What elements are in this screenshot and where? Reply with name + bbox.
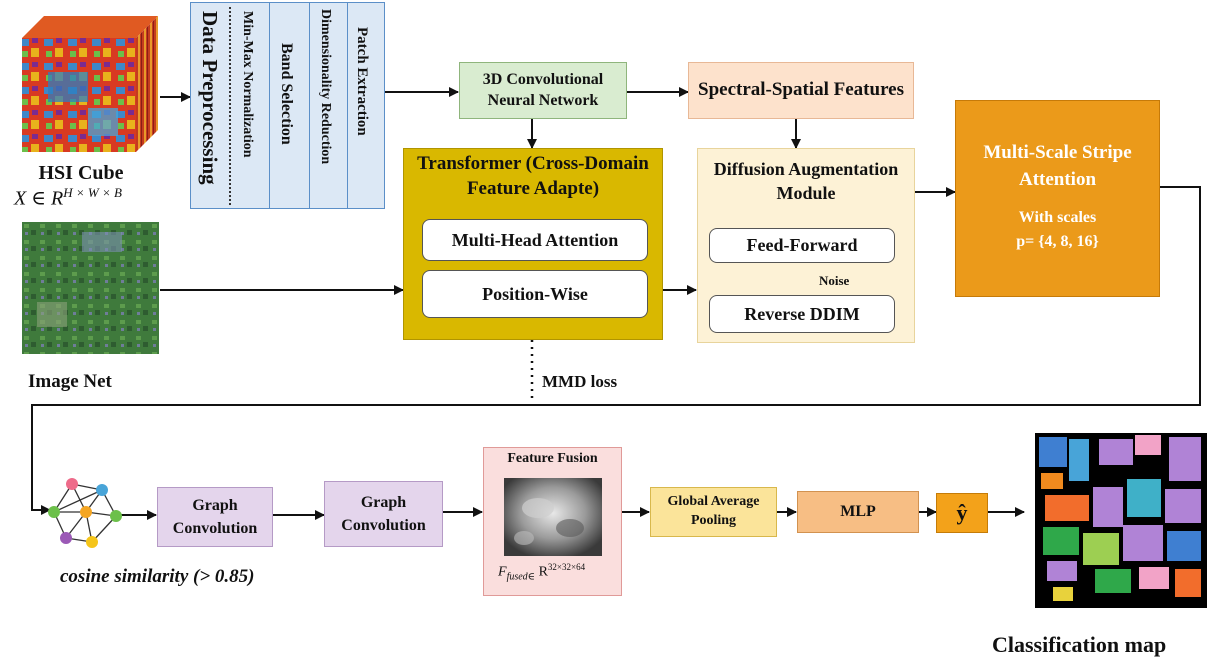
preprocessing-block: Data Preprocessing Min-Max Normalization… bbox=[190, 2, 385, 209]
graph-conv-1: Graph Convolution bbox=[157, 487, 273, 547]
imagenet-image bbox=[22, 222, 159, 354]
global-average-pooling-block: Global Average Pooling bbox=[650, 487, 777, 537]
classification-map-label: Classification map bbox=[992, 632, 1167, 657]
feed-forward-box: Feed-Forward bbox=[709, 228, 895, 263]
arrow-msa-to-graph bbox=[31, 186, 1201, 515]
preproc-divider-3 bbox=[347, 3, 348, 208]
hsi-cube-image bbox=[18, 12, 162, 156]
reverse-ddim-box: Reverse DDIM bbox=[709, 295, 895, 333]
spectral-features-block: Spectral-Spatial Features bbox=[688, 62, 914, 119]
y-hat-block: ŷ bbox=[936, 493, 988, 533]
preproc-step-patch: Patch Extraction bbox=[354, 27, 370, 136]
hsi-cube-label: HSI Cube bbox=[38, 161, 124, 184]
hsi-formula-sup: H × W × B bbox=[63, 185, 122, 200]
fused-formula-sup: 32×32×64 bbox=[547, 562, 586, 572]
feature-fusion-block: Feature Fusion Ffused∈ R32×32×64 bbox=[483, 447, 622, 596]
position-wise-box: Position-Wise bbox=[422, 270, 648, 318]
diffusion-block: Diffusion Augmentation Module Feed-Forwa… bbox=[697, 148, 915, 343]
msa-scales: p= {4, 8, 16} bbox=[1016, 233, 1099, 250]
cnn-block: 3D Convolutional Neural Network bbox=[459, 62, 627, 119]
mlp-block: MLP bbox=[797, 491, 919, 533]
fused-formula-main: F bbox=[498, 564, 507, 580]
graph-network-icon bbox=[42, 474, 124, 554]
diffusion-title: Diffusion Augmentation Module bbox=[713, 158, 899, 203]
feature-fusion-title: Feature Fusion bbox=[507, 451, 598, 466]
fused-formula-sub: fused∈ bbox=[506, 571, 536, 583]
preproc-divider-2 bbox=[309, 3, 310, 208]
msa-subtitle: With scales bbox=[1018, 209, 1097, 226]
msa-title: Multi-Scale Stripe Attention bbox=[983, 142, 1132, 190]
cosine-similarity-label: cosine similarity (> 0.85) bbox=[60, 566, 255, 587]
preproc-title: Data Preprocessing bbox=[198, 11, 222, 185]
transformer-title: Transformer (Cross-Domain Feature Adapte… bbox=[417, 153, 649, 199]
preproc-divider-dotted bbox=[229, 7, 231, 205]
preproc-step-minmax: Min-Max Normalization bbox=[240, 11, 255, 158]
preproc-divider-1 bbox=[269, 3, 270, 208]
fused-formula: Ffused∈ R32×32×64 bbox=[498, 562, 622, 582]
hsi-formula-main: X ∈ R bbox=[14, 187, 64, 210]
feature-map-image bbox=[504, 478, 602, 556]
multi-head-attention-box: Multi-Head Attention bbox=[422, 219, 648, 261]
preproc-step-band: Band Selection bbox=[278, 43, 295, 145]
msa-block: Multi-Scale Stripe Attention With scales… bbox=[955, 100, 1160, 297]
graph-conv-2: Graph Convolution bbox=[324, 481, 443, 547]
preproc-step-dimred: Dimensionality Reduction bbox=[318, 9, 333, 165]
classification-map-image bbox=[1035, 433, 1207, 608]
hsi-formula: X ∈ RH × W × B bbox=[14, 185, 164, 215]
transformer-block: Transformer (Cross-Domain Feature Adapte… bbox=[403, 148, 663, 340]
mmd-loss-label: MMD loss bbox=[542, 372, 618, 391]
fused-formula-r: R bbox=[538, 564, 548, 580]
noise-label: Noise bbox=[819, 273, 850, 288]
imagenet-label: Image Net bbox=[28, 371, 112, 392]
